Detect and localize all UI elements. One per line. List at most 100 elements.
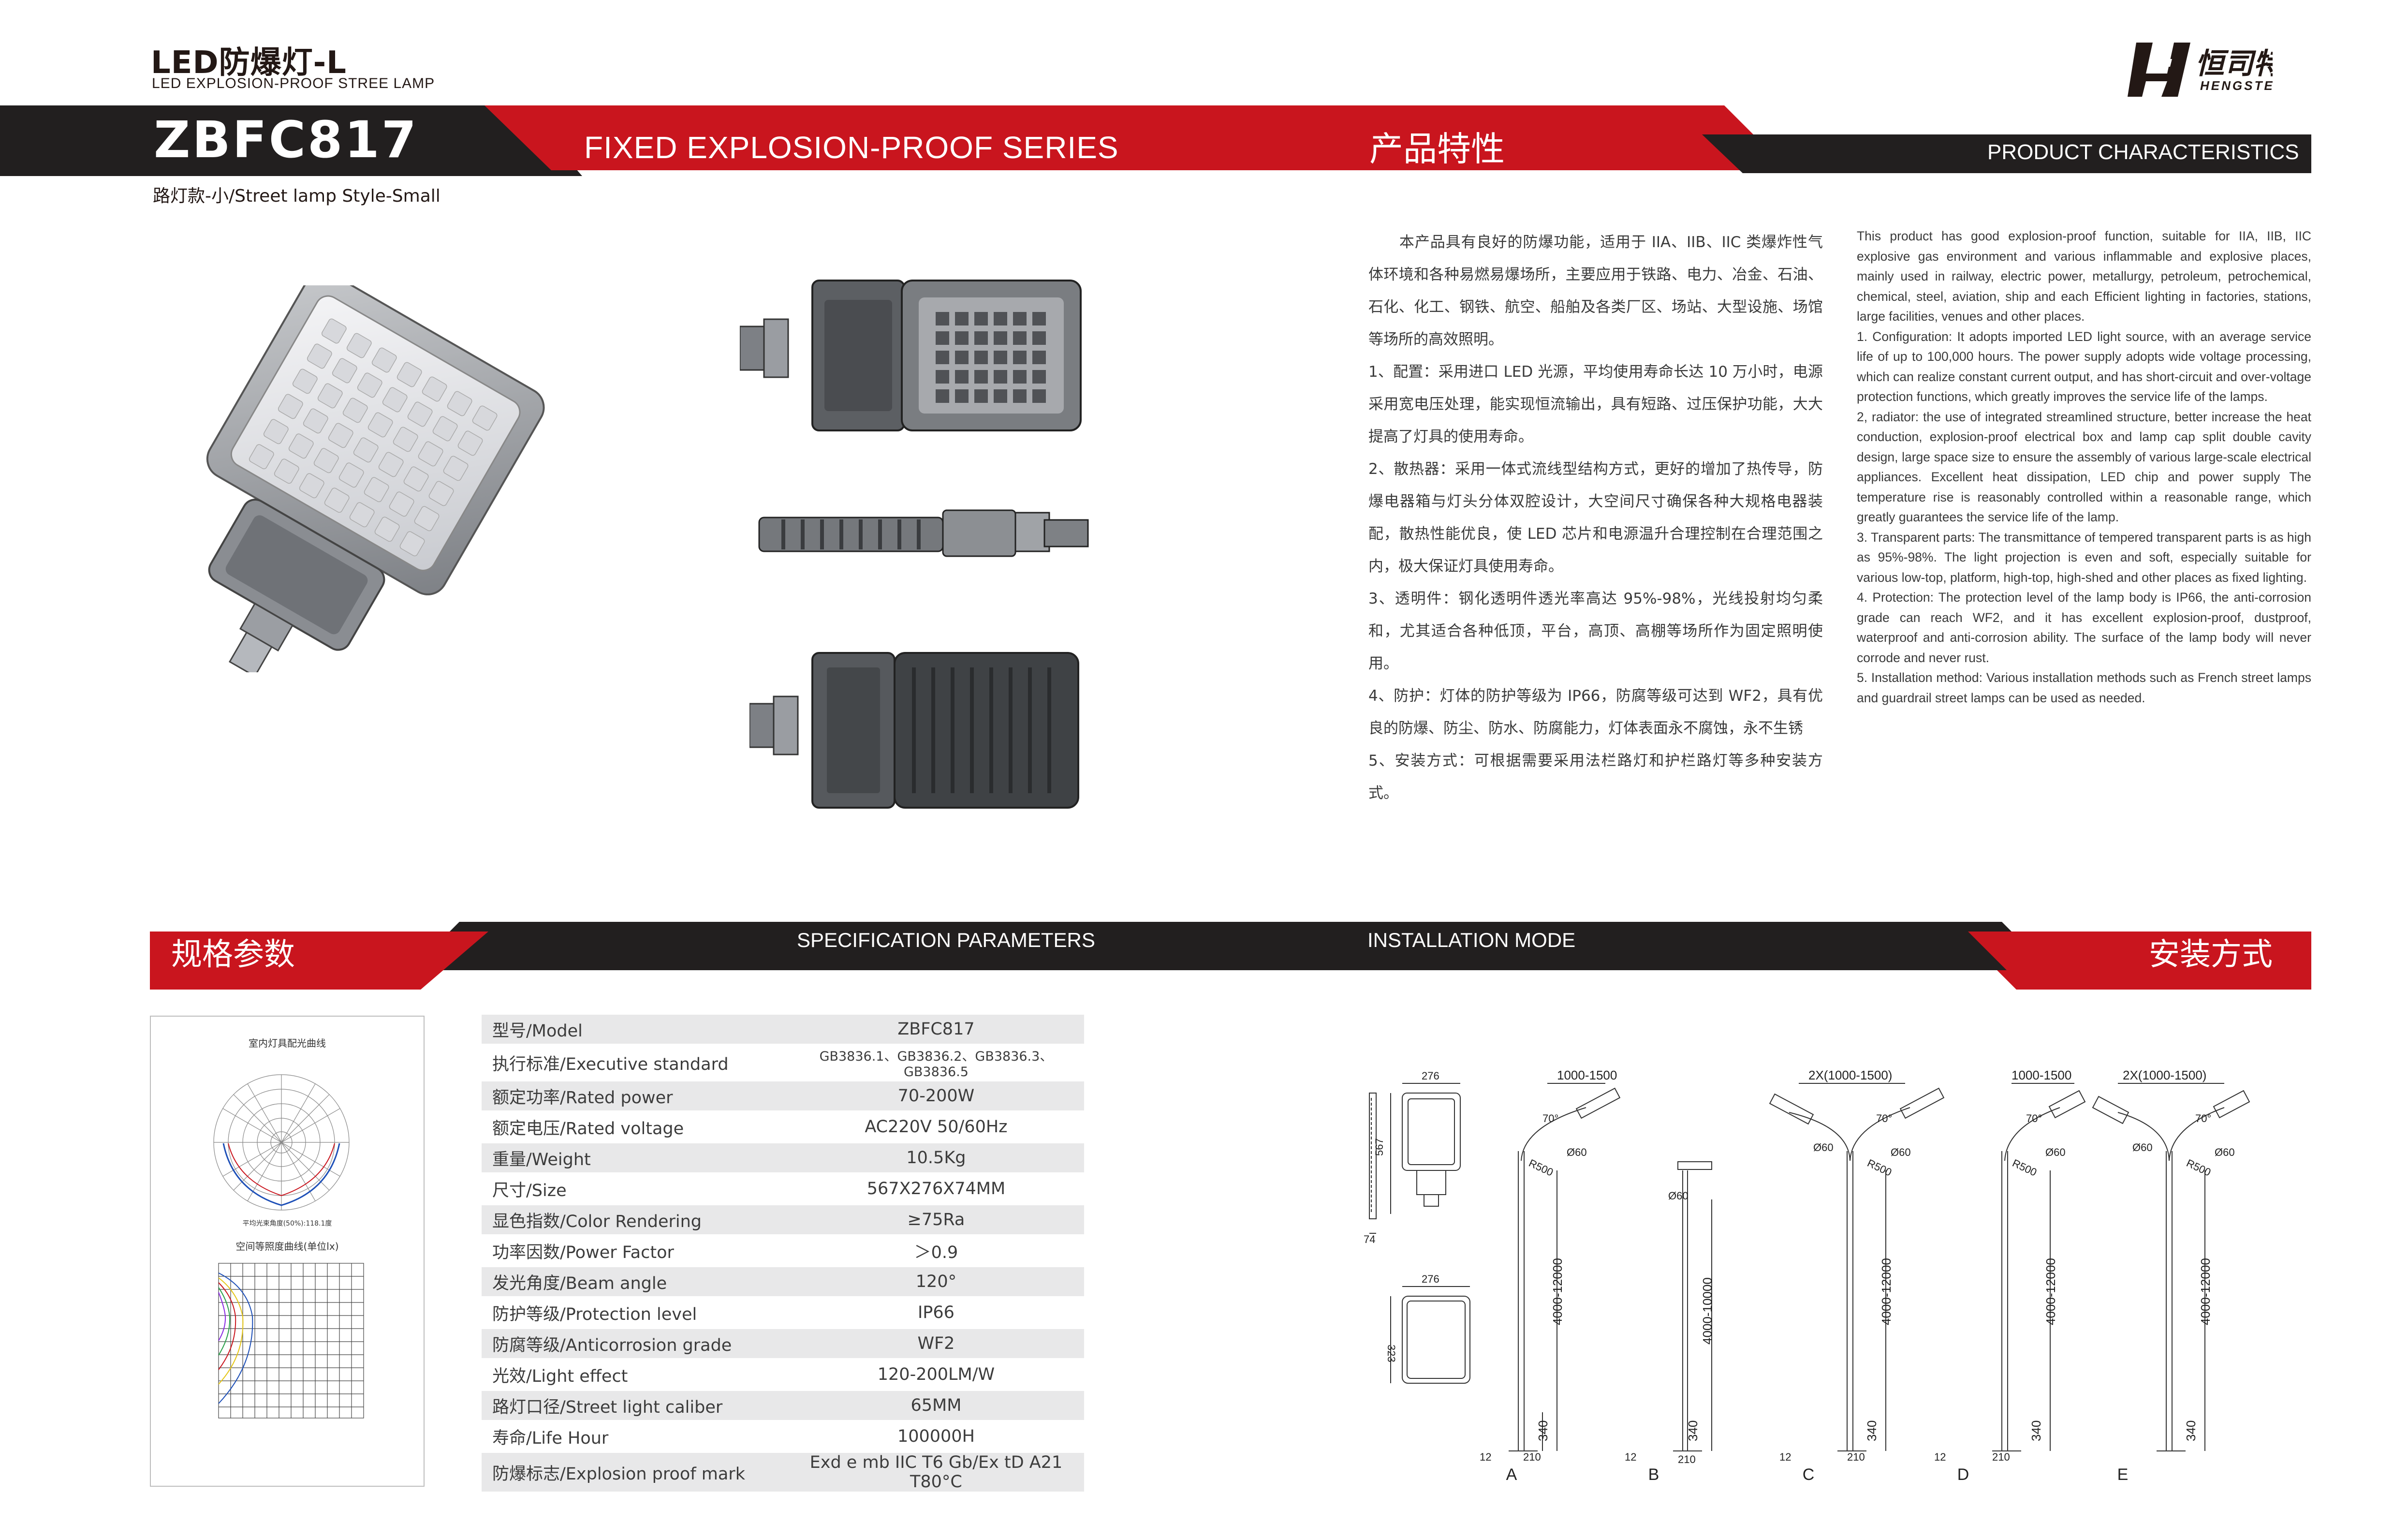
spec-value: Exd e mb IIC T6 Gb/Ex tD A21 T80°C	[788, 1453, 1084, 1492]
angle-d: 70°	[2026, 1112, 2042, 1124]
table-row: 显色指数/Color Rendering≥75Ra	[482, 1205, 1084, 1234]
spec-value: ≥75Ra	[788, 1205, 1084, 1234]
offset-c: 12	[1779, 1451, 1791, 1463]
spec-key: 防腐等级/Anticorrosion grade	[482, 1329, 788, 1358]
spec-key: 路灯口径/Street light caliber	[482, 1391, 788, 1420]
description-cn-paragraph: 1、配置：采用进口 LED 光源，平均使用寿命长达 10 万小时，电源采用宽电压…	[1368, 363, 1823, 445]
spec-key: 额定电压/Rated voltage	[482, 1112, 788, 1141]
offset-a: 12	[1480, 1451, 1491, 1463]
base-c: 340	[1865, 1420, 1879, 1441]
brand-logo: 恒司特 HENGSTEE	[2128, 40, 2286, 103]
polar-title: 室内灯具配光曲线	[249, 1037, 326, 1049]
page-title: LED防爆灯-L	[151, 45, 347, 81]
height-b: 4000-10000	[1700, 1277, 1715, 1345]
spec-value: ZBFC817	[788, 1015, 1084, 1044]
span-a: 1000-1500	[1557, 1068, 1617, 1082]
base-width-b: 210	[1678, 1453, 1696, 1465]
dim-width-top: 276	[1422, 1070, 1439, 1082]
series-title: FIXED EXPLOSION-PROOF SERIES	[584, 130, 1119, 165]
diameter-c-right: Ø60	[1891, 1146, 1911, 1158]
install-letter-b: B	[1648, 1465, 1659, 1484]
photometric-card: 室内灯具配光曲线 平均光束角度(50%):118.1度 空间等照度曲线(单位lx…	[150, 1016, 425, 1487]
description-en-paragraph: 3. Transparent parts: The transmittance …	[1857, 530, 2311, 585]
spec-title-cn: 规格参数	[171, 937, 295, 973]
description-en-paragraph: 1. Configuration: It adopts imported LED…	[1857, 329, 2311, 404]
spec-value: 120°	[788, 1267, 1084, 1296]
install-title-cn: 安装方式	[2149, 937, 2273, 973]
diameter-e-right: Ø60	[2215, 1146, 2235, 1158]
diameter-d: Ø60	[2045, 1146, 2066, 1158]
base-width-a: 210	[1523, 1451, 1541, 1463]
offset-b: 12	[1625, 1451, 1636, 1463]
radius-a: R500	[1527, 1157, 1555, 1179]
angle-a: 70°	[1542, 1112, 1558, 1124]
base-d: 340	[2029, 1420, 2043, 1441]
spec-value: 10.5Kg	[788, 1143, 1084, 1172]
description-en-paragraph: 4. Protection: The protection level of t…	[1857, 590, 2311, 665]
radius-d: R500	[2011, 1157, 2039, 1179]
spec-key: 防爆标志/Explosion proof mark	[482, 1453, 788, 1492]
svg-text:恒司特: 恒司特	[2195, 47, 2273, 81]
install-title-en: INSTALLATION MODE	[1367, 929, 1576, 951]
spec-key: 发光角度/Beam angle	[482, 1267, 788, 1296]
description-cn: 本产品具有良好的防爆功能，适用于 IIA、IIB、IIC 类爆炸性气体环境和各种…	[1368, 226, 1823, 810]
span-e: 2X(1000-1500)	[2123, 1068, 2206, 1082]
characteristics-title-cn: 产品特性	[1369, 129, 1505, 169]
spec-key: 寿命/Life Hour	[482, 1422, 788, 1451]
base-a: 340	[1536, 1420, 1550, 1441]
photometric-diagram: 室内灯具配光曲线 平均光束角度(50%):118.1度 空间等照度曲线(单位lx…	[213, 1037, 364, 1419]
base-b: 340	[1686, 1420, 1700, 1441]
description-en-paragraph: 2, radiator: the use of integrated strea…	[1857, 409, 2311, 525]
iso-title: 空间等照度曲线(单位lx)	[236, 1241, 339, 1252]
spec-key: 光效/Light effect	[482, 1360, 788, 1389]
lamp-perspective-image	[206, 285, 545, 672]
spec-value: 100000H	[788, 1422, 1084, 1451]
height-d: 4000-12000	[2043, 1258, 2058, 1325]
description-cn-paragraph: 4、防护：灯体的防护等级为 IP66，防腐等级可达到 WF2，具有优良的防爆、防…	[1368, 687, 1823, 737]
spec-value: AC220V 50/60Hz	[788, 1112, 1084, 1141]
diameter-c-left: Ø60	[1813, 1141, 1834, 1154]
install-letter-d: D	[1957, 1465, 1969, 1484]
spec-value: 120-200LM/W	[788, 1360, 1084, 1389]
angle-e: 70°	[2195, 1112, 2211, 1124]
description-en: This product has good explosion-proof fu…	[1857, 226, 2311, 708]
section-banner	[150, 922, 2311, 990]
diameter-b: Ø60	[1668, 1190, 1689, 1202]
span-c: 2X(1000-1500)	[1808, 1068, 1892, 1082]
spec-key: 重量/Weight	[482, 1143, 788, 1172]
diameter-e-left: Ø60	[2132, 1141, 2153, 1154]
offset-d: 12	[1934, 1451, 1946, 1463]
radius-c: R500	[1865, 1157, 1894, 1179]
spec-value: 65MM	[788, 1391, 1084, 1420]
table-row: 功率因数/Power Factor＞0.9	[482, 1236, 1084, 1265]
description-en-paragraph: 5. Installation method: Various installa…	[1857, 670, 2311, 705]
diameter-a: Ø60	[1567, 1146, 1587, 1158]
spec-key: 尺寸/Size	[482, 1174, 788, 1203]
base-width-d: 210	[1992, 1451, 2010, 1463]
model-number: ZBFC817	[154, 110, 419, 169]
radius-e: R500	[2185, 1157, 2213, 1179]
height-c: 4000-12000	[1879, 1258, 1894, 1325]
spec-value: 70-200W	[788, 1081, 1084, 1110]
spec-key: 防护等级/Protection level	[482, 1298, 788, 1327]
dim-length: 567	[1373, 1138, 1385, 1156]
characteristics-title-en: PRODUCT CHARACTERISTICS	[1987, 140, 2299, 164]
logo-mark-icon: 恒司特 HENGSTEE	[2128, 43, 2286, 97]
spec-value: ＞0.9	[788, 1236, 1084, 1265]
description-cn-paragraph: 本产品具有良好的防爆功能，适用于 IIA、IIB、IIC 类爆炸性气体环境和各种…	[1368, 234, 1823, 348]
span-d: 1000-1500	[2012, 1068, 2071, 1082]
polar-note: 平均光束角度(50%):118.1度	[243, 1220, 332, 1227]
spec-value: 567X276X74MM	[788, 1174, 1084, 1203]
